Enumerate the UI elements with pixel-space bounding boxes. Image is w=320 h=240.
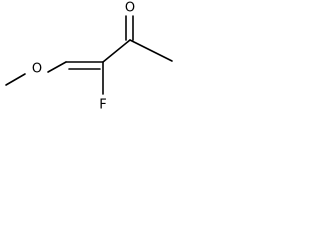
bond-c2-c3 [102,39,131,63]
bond-o-c1 [47,61,67,73]
atom-oxygen-carbonyl: O [125,1,135,16]
bond-methyl-o [5,73,26,86]
atom-fluorine: F [99,98,106,113]
atom-oxygen-methoxy: O [32,62,42,77]
chemical-structure: O F O [5,1,173,113]
bond-c3-methyl [129,39,173,62]
